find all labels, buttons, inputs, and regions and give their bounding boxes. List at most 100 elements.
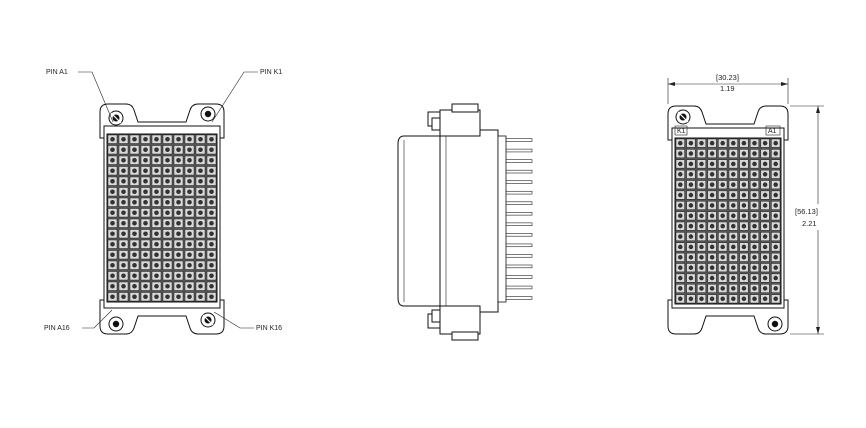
pin-contact	[762, 161, 768, 167]
pin-contact	[176, 136, 181, 142]
pin-contact	[176, 210, 181, 216]
pin-contact	[110, 294, 115, 300]
pin-contact	[688, 192, 694, 198]
pin-contact	[731, 151, 736, 156]
pin-contact	[699, 223, 704, 229]
pin-contact	[165, 199, 170, 205]
height-metric-value: [56.13]	[795, 207, 818, 216]
nut-icon	[108, 316, 124, 332]
pin-contact	[165, 189, 170, 195]
pin-contact	[741, 161, 747, 167]
pin-contact	[154, 178, 159, 184]
pin-contact	[720, 172, 725, 177]
pin-contact	[741, 151, 747, 156]
pin-contact	[720, 151, 725, 156]
pin-contact	[165, 136, 170, 142]
pin-contact	[688, 140, 694, 146]
nut-icon	[767, 316, 783, 332]
pin-contact	[209, 220, 214, 226]
pin-contact	[762, 286, 768, 291]
pin-contact	[752, 234, 757, 239]
pin-contact	[143, 189, 148, 195]
pin-contact	[773, 192, 778, 198]
pin-contact	[773, 151, 778, 156]
pin-contact	[143, 241, 148, 247]
side-front-shell	[439, 129, 499, 313]
pin-contact	[709, 213, 715, 219]
pin-contact	[678, 286, 683, 291]
pin-contact	[731, 172, 736, 177]
pin-contact	[154, 147, 159, 153]
pin-contact	[154, 262, 159, 268]
pin-contact	[678, 244, 683, 250]
pin-contact	[731, 234, 736, 239]
pin-contact	[731, 182, 736, 187]
pin-contact	[731, 296, 736, 302]
pin-contact	[720, 182, 725, 187]
screw-icon	[675, 109, 691, 125]
pin-contact	[132, 147, 137, 153]
pin-contact	[762, 213, 768, 219]
pin-contact	[143, 168, 148, 174]
screw-icon	[200, 312, 216, 328]
pin-contact	[154, 220, 159, 226]
pin-contact	[154, 210, 159, 216]
pin-contact	[198, 241, 203, 247]
pin-contact	[709, 234, 715, 239]
pin-contact	[187, 178, 192, 184]
pin-contact	[720, 140, 725, 146]
pin-contact	[699, 265, 704, 270]
pin-contact	[209, 241, 214, 247]
pin-contact	[209, 178, 214, 184]
pin-contact	[699, 182, 704, 187]
pin-contact	[121, 252, 126, 258]
pin-contact	[752, 161, 757, 167]
pin-insert-face	[497, 135, 507, 303]
pin-contact	[699, 172, 704, 177]
pin-contact	[121, 189, 126, 195]
pin-contact	[720, 275, 725, 281]
pin-contact	[165, 210, 170, 216]
pin-contact	[731, 286, 736, 291]
pin-contact	[154, 241, 159, 247]
pin-contact	[165, 231, 170, 237]
pin-contact	[110, 262, 115, 268]
pin-contact	[773, 182, 778, 187]
pin-contact	[154, 168, 159, 174]
pin-contact	[121, 136, 126, 142]
pin-contact	[678, 255, 683, 260]
pin-contact	[678, 161, 683, 167]
pin-contact	[143, 283, 148, 289]
pin-contact	[731, 192, 736, 198]
pin-contact	[209, 147, 214, 153]
pin-contact	[678, 223, 683, 229]
pin-contact	[741, 223, 747, 229]
pin-contact	[176, 283, 181, 289]
pin-contact	[709, 244, 715, 250]
pin-contact	[762, 140, 768, 146]
pin-contact	[741, 244, 747, 250]
pin-contact	[752, 296, 757, 302]
pin-contact	[762, 244, 768, 250]
pin-contact	[132, 199, 137, 205]
pin-contact	[209, 231, 214, 237]
pin-contact	[688, 203, 694, 208]
pin-contact	[198, 136, 203, 142]
pin-contact	[752, 213, 757, 219]
pin-contact	[176, 241, 181, 247]
pin-contact	[741, 296, 747, 302]
pin-contact	[752, 265, 757, 270]
pin-contact	[741, 172, 747, 177]
pin-contact	[720, 244, 725, 250]
pin-contact	[678, 203, 683, 208]
pin-contact	[688, 213, 694, 219]
pin-contact	[110, 231, 115, 237]
pin-contact	[198, 147, 203, 153]
pin-contact	[198, 273, 203, 279]
pin-callouts: PIN A1 PIN K1 PIN A16 PIN K16	[44, 69, 282, 332]
pin-contact	[773, 140, 778, 146]
pin-contact	[110, 252, 115, 258]
front-view	[99, 103, 225, 335]
rear-view: K1 A1	[667, 105, 789, 335]
pin-contact	[741, 140, 747, 146]
